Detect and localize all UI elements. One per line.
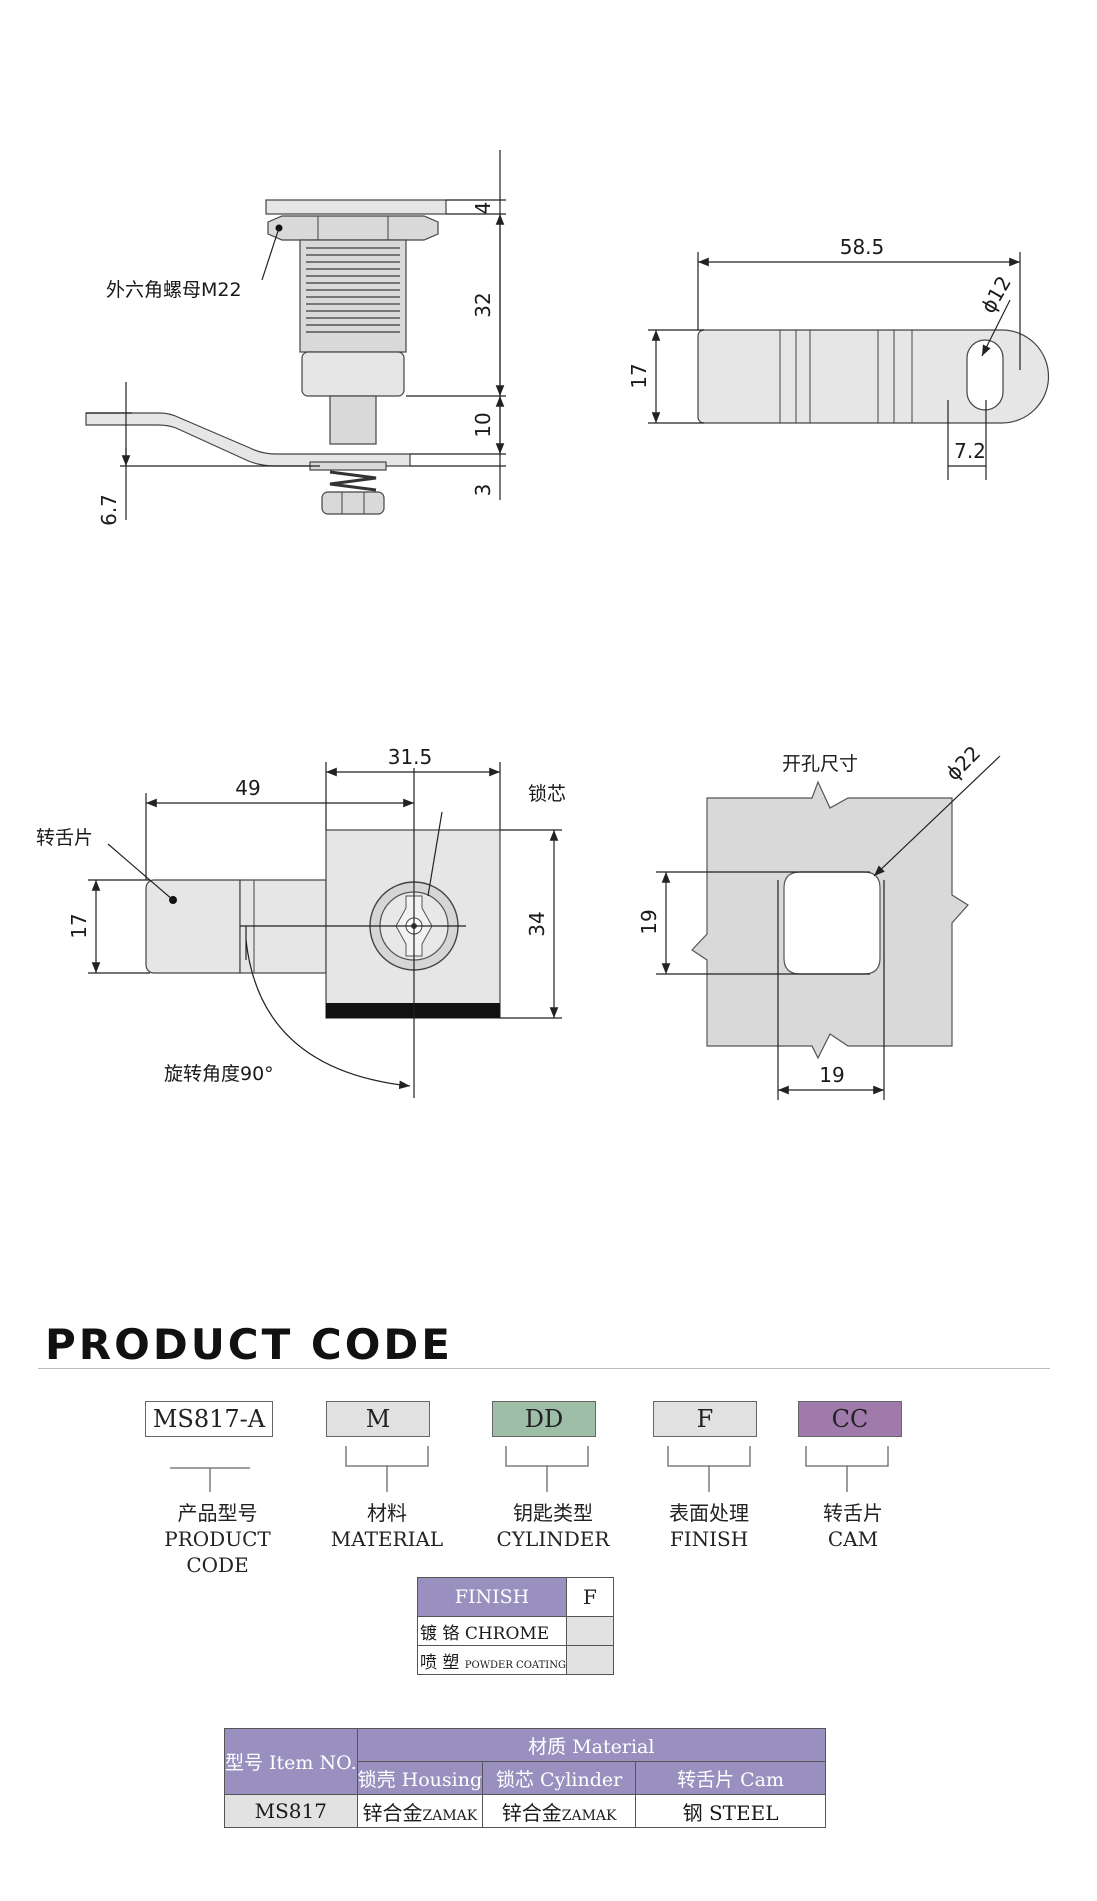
- col-housing-header: 锁壳 Housing: [356, 1761, 484, 1795]
- cell-cam: 钢 STEEL: [635, 1794, 826, 1828]
- cell-cylinder: 锌合金ZAMAK: [482, 1794, 637, 1828]
- caption-en: MATERIAL: [330, 1527, 444, 1551]
- caption-en: FINISH: [669, 1527, 749, 1551]
- cam-label: 转舌片: [36, 827, 93, 849]
- dim-4: 4: [471, 202, 495, 215]
- rotation-label: 旋转角度90°: [164, 1063, 274, 1085]
- dim-6-7: 6.7: [97, 494, 121, 526]
- dim-34: 34: [525, 911, 549, 936]
- finish-table: FINISH F 镀 铬 CHROME 喷 塑 POWDER COATING: [417, 1577, 614, 1675]
- dim-31-5: 31.5: [388, 745, 433, 769]
- code-box-cam: CC: [798, 1401, 902, 1437]
- cutout-title: 开孔尺寸: [782, 753, 858, 775]
- caption-cn: 材料: [367, 1501, 407, 1525]
- dia-22: ϕ22: [941, 741, 985, 785]
- dim-19-h: 19: [819, 1063, 844, 1087]
- cylinder-label: 锁芯: [528, 783, 566, 805]
- dim-17-front: 17: [67, 913, 91, 938]
- title-divider: [38, 1368, 1050, 1369]
- col-cam-header: 转舌片 Cam: [635, 1761, 826, 1795]
- dim-3: 3: [471, 484, 495, 497]
- dim-32: 32: [471, 292, 495, 317]
- caption-cylinder: 钥匙类型 CYLINDER: [486, 1500, 620, 1552]
- caption-en: CYLINDER: [496, 1527, 610, 1551]
- code-box-material: M: [326, 1401, 430, 1437]
- side-view: 外六角螺母M22 4 32 10 3 6.7: [85, 150, 506, 526]
- finish-option: 镀 铬 CHROME: [417, 1616, 567, 1646]
- col-cylinder-header: 锁芯 Cylinder: [482, 1761, 637, 1795]
- dim-10: 10: [471, 412, 495, 437]
- dim-49: 49: [235, 776, 260, 800]
- code-box-cylinder: DD: [492, 1401, 596, 1437]
- caption-en: PRODUCT CODE: [164, 1527, 271, 1577]
- code-brackets: [170, 1446, 889, 1492]
- table-row: MS817 锌合金ZAMAK 锌合金ZAMAK 钢 STEEL: [224, 1794, 826, 1828]
- finish-code-cell: [566, 1616, 614, 1646]
- caption-cn: 表面处理: [669, 1501, 749, 1525]
- caption-product-code: 产品型号 PRODUCT CODE: [130, 1500, 305, 1578]
- cell-model: MS817: [224, 1794, 358, 1828]
- finish-header: FINISH: [417, 1577, 567, 1617]
- dim-7-2: 7.2: [954, 439, 986, 463]
- cam-view: 58.5 17 ϕ12 7.2: [627, 235, 1050, 480]
- dim-19-v: 19: [637, 909, 661, 934]
- caption-cn: 转舌片: [823, 1501, 883, 1525]
- dim-58-5: 58.5: [840, 235, 885, 259]
- front-view: 锁芯 转舌片 49 31.5 17 34 旋转角度90°: [36, 745, 566, 1098]
- dia-12: ϕ12: [976, 272, 1016, 317]
- table-row: 喷 塑 POWDER COATING: [417, 1645, 614, 1675]
- finish-code-cell: [566, 1645, 614, 1675]
- caption-cam: 转舌片 CAM: [786, 1500, 920, 1552]
- material-table: 型号 Item NO. 材质 Material 锁壳 Housing 锁芯 Cy…: [224, 1728, 827, 1828]
- finish-code-header: F: [566, 1577, 614, 1617]
- code-box-product: MS817-A: [145, 1401, 273, 1437]
- caption-finish: 表面处理 FINISH: [642, 1500, 776, 1552]
- code-box-finish: F: [653, 1401, 757, 1437]
- table-row: 镀 铬 CHROME: [417, 1616, 614, 1646]
- caption-cn: 产品型号: [177, 1501, 258, 1525]
- thread-lines: [306, 247, 400, 333]
- caption-cn: 钥匙类型: [513, 1501, 593, 1525]
- cutout-view: 开孔尺寸 ϕ22 19 19: [637, 741, 1001, 1100]
- section-title: PRODUCT CODE: [45, 1320, 453, 1369]
- dim-17-cam: 17: [627, 363, 651, 388]
- material-group-header: 材质 Material: [356, 1728, 827, 1762]
- caption-en: CAM: [827, 1527, 879, 1551]
- cell-housing: 锌合金ZAMAK: [356, 1794, 484, 1828]
- caption-material: 材料 MATERIAL: [320, 1500, 454, 1552]
- finish-option: 喷 塑 POWDER COATING: [417, 1645, 567, 1675]
- col-model-header: 型号 Item NO.: [224, 1728, 358, 1795]
- nut-label: 外六角螺母M22: [106, 279, 242, 301]
